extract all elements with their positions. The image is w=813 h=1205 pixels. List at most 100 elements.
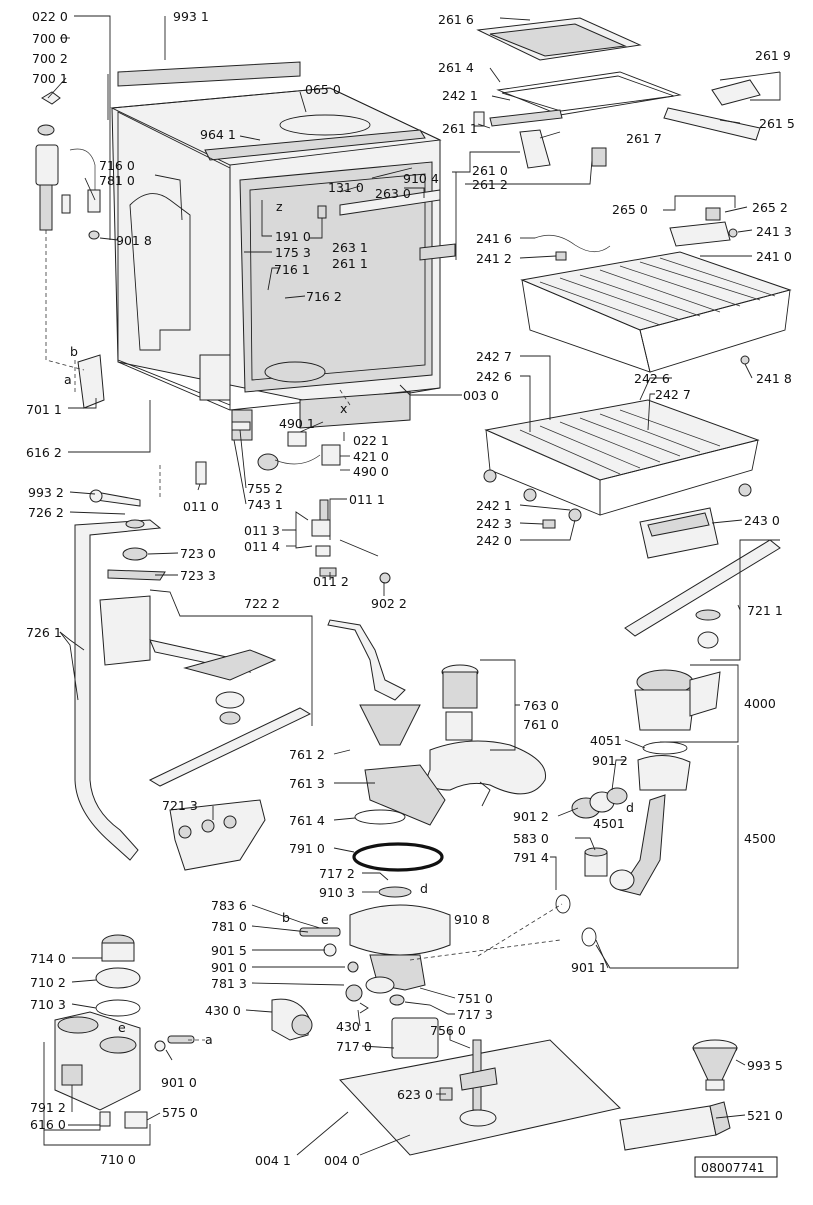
- heater-hose-assembly: [571, 741, 691, 896]
- label-964-1: 964 1: [200, 127, 236, 142]
- label-490-0: 490 0: [353, 464, 389, 479]
- label-4051: 4051: [590, 733, 622, 748]
- label-910-4: 910 4: [403, 171, 439, 186]
- label-421-0: 421 0: [353, 449, 389, 464]
- label-902-2: 902 2: [371, 596, 407, 611]
- hinge-assembly-left: [35, 91, 105, 409]
- document-number: 08007741: [701, 1160, 765, 1175]
- label-901-0-lower: 901 0: [161, 1075, 197, 1090]
- label-242-1-lower: 242 1: [476, 498, 512, 513]
- label-011-3: 011 3: [244, 523, 280, 538]
- label-003-0: 003 0: [463, 388, 499, 403]
- label-241-6: 241 6: [476, 231, 512, 246]
- cutlery-basket: [639, 507, 719, 559]
- label-175-3: 175 3: [275, 245, 311, 260]
- label-242-6-left: 242 6: [476, 369, 512, 384]
- label-022-0: 022 0: [32, 9, 68, 24]
- label-993-1: 993 1: [173, 9, 209, 24]
- label-242-7-left: 242 7: [476, 349, 512, 364]
- label-726-1: 726 1: [26, 625, 62, 640]
- label-761-3: 761 3: [289, 776, 325, 791]
- label-791-4: 791 4: [513, 850, 549, 865]
- label-263-0: 263 0: [375, 186, 411, 201]
- label-241-3: 241 3: [756, 224, 792, 239]
- letter-x: x: [340, 401, 347, 416]
- label-716-2: 716 2: [306, 289, 342, 304]
- label-723-3: 723 3: [180, 568, 216, 583]
- label-710-0: 710 0: [100, 1152, 136, 1167]
- label-781-0: 781 0: [99, 173, 135, 188]
- label-700-2: 700 2: [32, 51, 68, 66]
- label-261-9: 261 9: [755, 48, 791, 63]
- label-761-4: 761 4: [289, 813, 325, 828]
- rail-parts-right: [473, 79, 761, 169]
- label-521-0: 521 0: [747, 1108, 783, 1123]
- letter-z: z: [276, 199, 283, 214]
- label-616-2: 616 2: [26, 445, 62, 460]
- label-011-1: 011 1: [349, 492, 385, 507]
- label-011-4: 011 4: [244, 539, 280, 554]
- label-022-1: 022 1: [353, 433, 389, 448]
- label-726-2: 726 2: [28, 505, 64, 520]
- label-241-0: 241 0: [756, 249, 792, 264]
- label-4501: 4501: [593, 816, 625, 831]
- label-065-0: 065 0: [305, 82, 341, 97]
- label-623-0: 623 0: [397, 1087, 433, 1102]
- letter-b-upper: b: [70, 344, 78, 359]
- label-004-1: 004 1: [255, 1153, 291, 1168]
- label-721-3: 721 3: [162, 798, 198, 813]
- label-710-3: 710 3: [30, 997, 66, 1012]
- wrench-tool: [89, 489, 141, 507]
- document-number-box: 08007741: [694, 1156, 778, 1178]
- label-761-2: 761 2: [289, 747, 325, 762]
- valve-583: [555, 847, 608, 947]
- letter-d-lower: d: [626, 800, 634, 815]
- label-901-0: 901 0: [211, 960, 247, 975]
- label-261-1-upper: 261 1: [332, 256, 368, 271]
- label-901-2-upper: 901 2: [592, 753, 628, 768]
- label-722-2: 722 2: [244, 596, 280, 611]
- label-721-1: 721 1: [747, 603, 783, 618]
- label-763-0: 763 0: [523, 698, 559, 713]
- dishwasher-tub: [110, 87, 442, 441]
- label-701-1: 701 1: [26, 402, 62, 417]
- label-910-3: 910 3: [319, 885, 355, 900]
- label-241-2: 241 2: [476, 251, 512, 266]
- label-261-7: 261 7: [626, 131, 662, 146]
- label-901-8: 901 8: [116, 233, 152, 248]
- letter-b-lower: b: [282, 910, 290, 925]
- label-616-0: 616 0: [30, 1117, 66, 1132]
- lower-spray-arm: [169, 799, 266, 871]
- salt-funnel: [692, 1039, 738, 1091]
- label-261-4: 261 4: [438, 60, 474, 75]
- label-791-2: 791 2: [30, 1100, 66, 1115]
- label-756-0: 756 0: [430, 1023, 466, 1038]
- label-430-1: 430 1: [336, 1019, 372, 1034]
- label-261-1-right: 261 1: [442, 121, 478, 136]
- letter-e-upper: e: [321, 912, 329, 927]
- label-261-0: 261 0: [472, 163, 508, 178]
- label-430-0: 430 0: [205, 1003, 241, 1018]
- letter-a-lower: a: [205, 1032, 213, 1047]
- label-261-2: 261 2: [472, 177, 508, 192]
- label-751-0: 751 0: [457, 991, 493, 1006]
- label-716-0: 716 0: [99, 158, 135, 173]
- label-261-5: 261 5: [759, 116, 795, 131]
- letter-d-upper: d: [420, 881, 428, 896]
- filter-assembly: [364, 664, 547, 826]
- label-011-0: 011 0: [183, 499, 219, 514]
- bracket-265: [669, 207, 738, 247]
- label-004-0: 004 0: [324, 1153, 360, 1168]
- lower-basket: [483, 399, 760, 529]
- door-switch-parts: [195, 391, 411, 485]
- label-993-2: 993 2: [28, 485, 64, 500]
- label-700-1: 700 1: [32, 71, 68, 86]
- spray-supply-pipe: [74, 519, 166, 861]
- upper-basket: [520, 234, 792, 373]
- label-714-0: 714 0: [30, 951, 66, 966]
- label-263-1: 263 1: [332, 240, 368, 255]
- upper-spray-arm-assembly: [99, 595, 312, 787]
- label-901-2-lower: 901 2: [513, 809, 549, 824]
- tray-frame: [496, 71, 682, 116]
